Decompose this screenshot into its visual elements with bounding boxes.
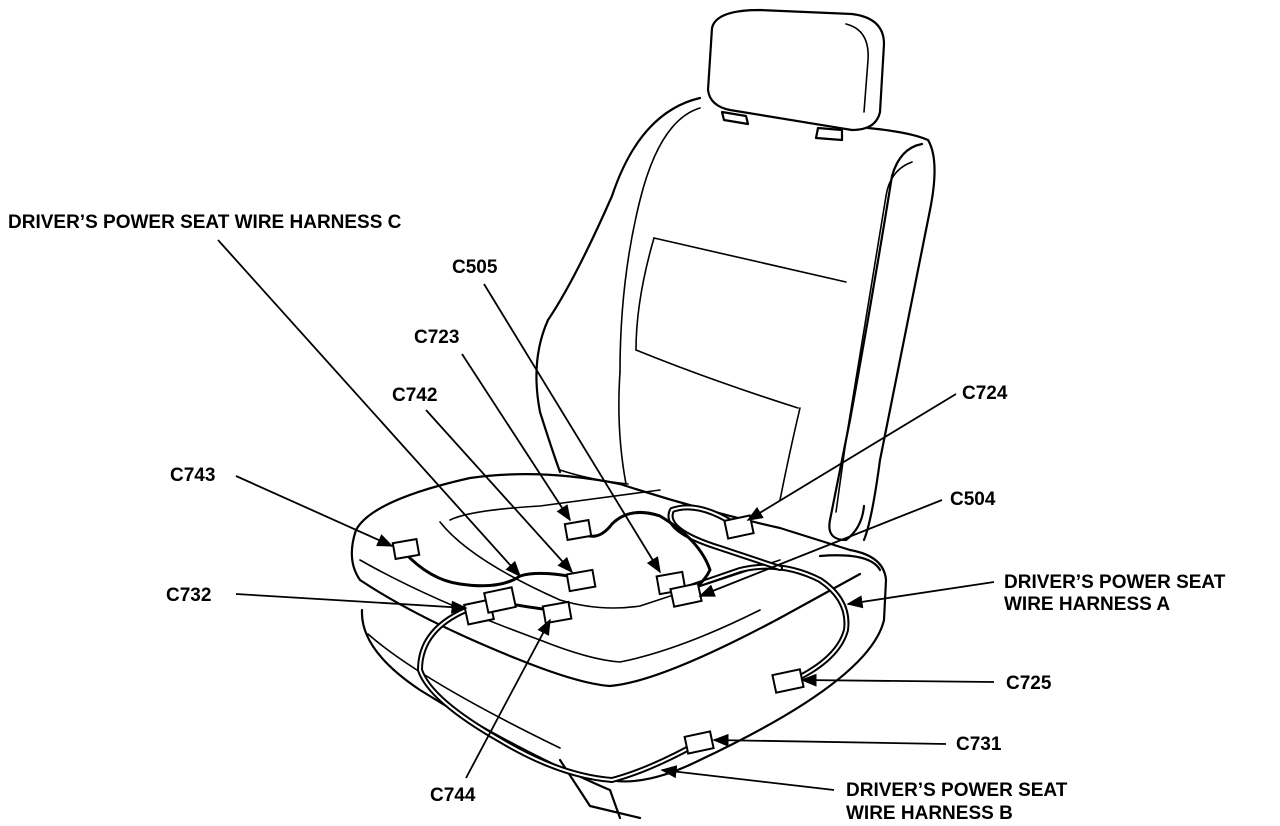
leader-c732: [235, 593, 468, 614]
label-harness-c: DRIVER’S POWER SEAT WIRE HARNESS C: [8, 212, 402, 233]
wire-harnesses: [402, 504, 850, 783]
headrest: [706, 8, 886, 132]
label-harness-b-line2: WIRE HARNESS B: [846, 803, 1013, 824]
leader-c724: [746, 393, 957, 521]
connector-c724: [723, 514, 755, 540]
label-harness-b-line1: DRIVER’S POWER SEAT: [846, 780, 1068, 801]
connectors: [391, 514, 805, 755]
connector-c731: [683, 730, 715, 755]
leader-harness-c: [217, 239, 522, 578]
connector-c723: [563, 518, 593, 542]
leader-c723: [461, 353, 571, 522]
leader-c731: [712, 733, 947, 747]
leader-c744: [465, 618, 551, 779]
harness-path-c: [402, 550, 580, 588]
label-harness-a-line2: WIRE HARNESS A: [1004, 594, 1170, 615]
label-c732: C732: [166, 585, 211, 606]
label-c744: C744: [430, 785, 476, 806]
label-c742: C742: [392, 385, 437, 406]
leader-c725: [800, 673, 995, 687]
leader-harness-b: [660, 765, 835, 791]
connector-c744: [541, 600, 573, 625]
label-c505: C505: [452, 257, 498, 278]
label-c743: C743: [170, 465, 215, 486]
labels: DRIVER’S POWER SEAT WIRE HARNESS C C505 …: [8, 212, 1226, 824]
label-c723: C723: [414, 327, 459, 348]
label-c725: C725: [1006, 673, 1052, 694]
leader-c504: [698, 499, 943, 597]
leader-harness-a: [846, 581, 995, 609]
seat-cushion: [354, 473, 888, 783]
label-c731: C731: [956, 734, 1002, 755]
connector-c742: [565, 568, 597, 593]
label-c724: C724: [962, 383, 1008, 404]
leader-lines: [217, 239, 995, 791]
connector-c743: [391, 537, 421, 561]
leader-c742: [425, 409, 574, 574]
label-c504: C504: [950, 489, 996, 510]
connector-c732-mate: [483, 586, 517, 614]
leader-c743: [235, 475, 394, 547]
seat-illustration: [350, 8, 936, 820]
seat-back: [535, 96, 936, 542]
leader-c505: [483, 283, 661, 574]
label-harness-a-line1: DRIVER’S POWER SEAT: [1004, 572, 1226, 593]
connector-c725: [771, 668, 805, 694]
